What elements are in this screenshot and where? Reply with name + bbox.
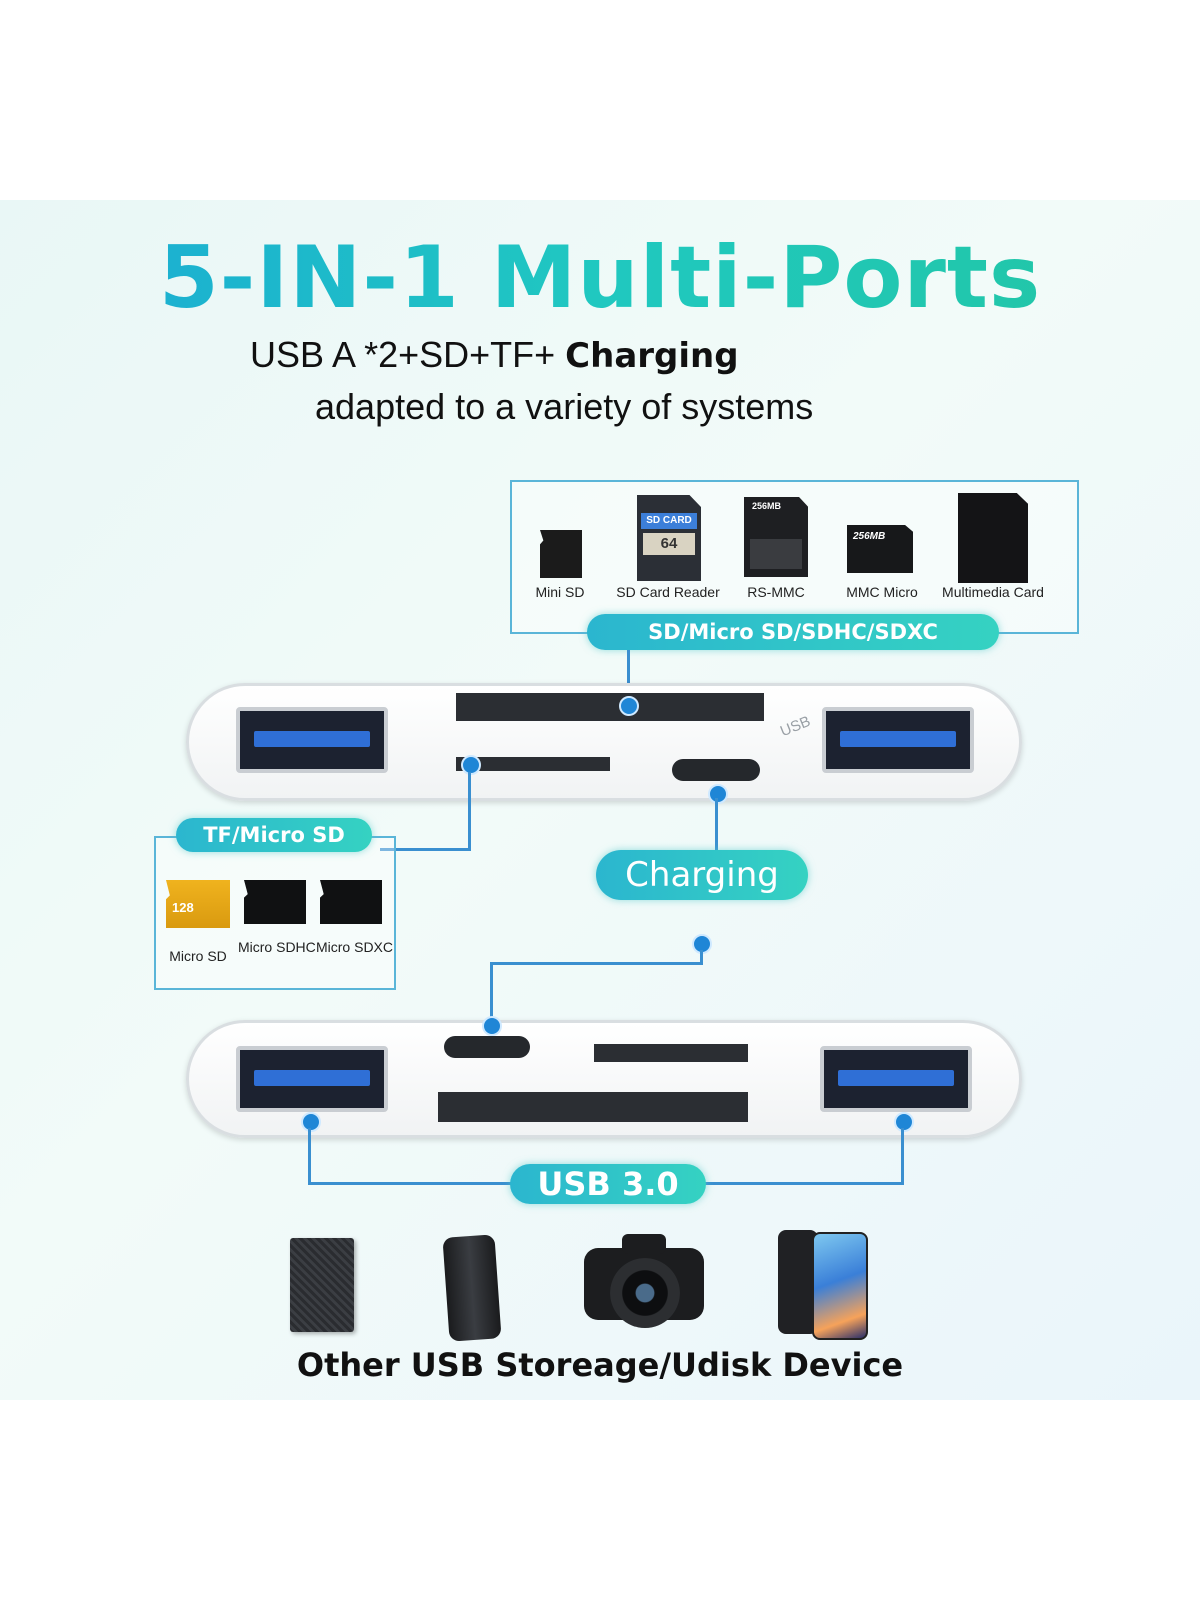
card-label-mmc-micro: MMC Micro: [846, 584, 918, 600]
camera-top: [622, 1234, 666, 1254]
usb-a-port-left-top: [236, 707, 388, 773]
tf-slot-top: [456, 757, 610, 771]
charging-connector-top: [715, 798, 718, 852]
card-label-sd-card-reader: SD Card Reader: [616, 584, 720, 600]
portable-hdd-icon: [442, 1234, 502, 1342]
usb-a-port-right-top: [822, 707, 974, 773]
rs-mmc-contact-area: [750, 539, 802, 569]
subtitle-charging-text: Charging: [565, 336, 739, 376]
smartphone-icon: [778, 1230, 868, 1340]
usb-connector-right-vertical: [901, 1128, 904, 1184]
charging-connector-down: [490, 962, 493, 1020]
subtitle-line1: USB A *2+SD+TF+ Charging: [250, 334, 739, 376]
charging-connector-vertical: [700, 950, 703, 964]
charging-label: Charging: [596, 850, 808, 900]
micro-sd-card-icon: 128: [166, 880, 230, 928]
usb-c-port-top: [672, 759, 760, 781]
sd-connector-line: [627, 650, 630, 704]
card-label-micro-sd: Micro SD: [169, 948, 227, 964]
micro-sd-capacity: 128: [172, 900, 194, 915]
usb-3-label: USB 3.0: [510, 1164, 706, 1204]
devices-label: Other USB Storeage/Udisk Device: [296, 1346, 904, 1384]
tf-slot-dot: [461, 755, 481, 775]
usb-c-dot-top: [708, 784, 728, 804]
tf-section-label: TF/Micro SD: [176, 818, 372, 852]
card-label-micro-sdxc: Micro SDXC: [316, 936, 393, 958]
charging-connector-horizontal: [490, 962, 703, 965]
rs-mmc-face-label: 256MB: [752, 501, 782, 511]
sd-card-icon: SD CARD 64: [637, 495, 701, 581]
sd-section-label: SD/Micro SD/SDHC/SDXC: [587, 614, 999, 650]
phone-back: [778, 1230, 818, 1334]
rs-mmc-card-icon: 256MB: [744, 497, 808, 577]
tf-slot-bottom: [594, 1044, 748, 1062]
usb-c-dot-bottom: [482, 1016, 502, 1036]
card-label-rs-mmc: RS-MMC: [747, 584, 805, 600]
usb-a-port-right-bottom: [820, 1046, 972, 1112]
micro-sdhc-name: Micro SDHC: [238, 939, 316, 955]
tf-connector-vertical: [468, 772, 471, 850]
sd-card-face-label: SD CARD: [641, 513, 697, 529]
mmc-micro-card-icon: 256MB: [847, 525, 913, 573]
usb-right-dot: [894, 1112, 914, 1132]
mini-sd-card-icon: [540, 530, 582, 578]
usb-left-dot: [301, 1112, 321, 1132]
page-title: 5-IN-1 Multi-Ports: [0, 228, 1200, 328]
micro-sdxc-card-icon: [320, 880, 382, 924]
sd-slot-bottom: [438, 1092, 748, 1122]
card-label-multimedia-card: Multimedia Card: [942, 584, 1044, 600]
sd-card-capacity: 64: [643, 533, 695, 555]
subtitle-line2: adapted to a variety of systems: [315, 386, 814, 427]
camera-lens: [610, 1258, 680, 1328]
usb-c-port-bottom: [444, 1036, 530, 1058]
phone-front: [812, 1232, 868, 1340]
tf-connector-horizontal: [380, 848, 471, 851]
usb-connector-left-vertical: [308, 1128, 311, 1184]
usb-a-port-left-bottom: [236, 1046, 388, 1112]
subtitle-ports-text: USB A *2+SD+TF+: [250, 334, 566, 375]
external-drive-icon: [290, 1238, 354, 1332]
sd-slot-top: [456, 693, 764, 721]
camera-icon: [584, 1232, 704, 1332]
multimedia-card-icon: [958, 493, 1028, 583]
card-label-micro-sdhc: Micro SDHC: [238, 936, 316, 958]
mmc-micro-face-label: 256MB: [853, 531, 886, 542]
micro-sdhc-card-icon: [244, 880, 306, 924]
micro-sdxc-name: Micro SDXC: [316, 939, 394, 955]
sd-slot-dot: [619, 696, 639, 716]
card-label-mini-sd: Mini SD: [535, 584, 585, 600]
